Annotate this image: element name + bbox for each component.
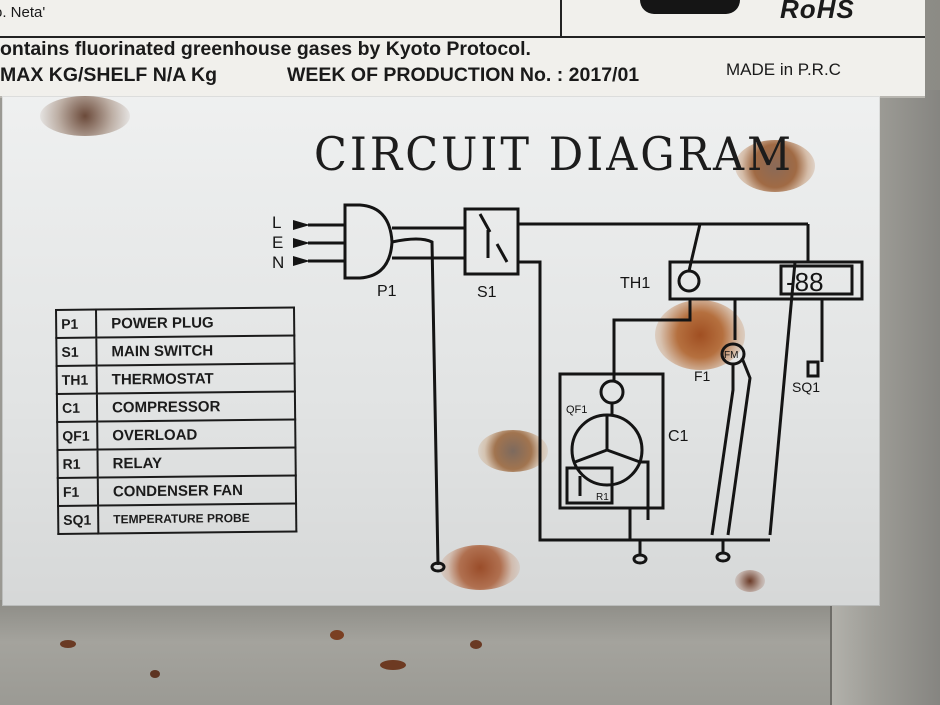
motor-winding-3 (606, 448, 641, 464)
motor-winding-2 (574, 448, 608, 464)
rust-stain (735, 570, 765, 592)
legend-desc: COMPRESSOR (96, 391, 296, 422)
power-plug-symbol (343, 203, 394, 280)
sq1-label: SQ1 (792, 379, 820, 395)
p1-label: P1 (377, 283, 397, 300)
legend-row: QF1 OVERLOAD (57, 419, 296, 450)
compressor-feed (612, 299, 692, 380)
specification-label: o. Neta' RoHS ontains fluorinated greenh… (0, 0, 925, 98)
earth-ground-3 (715, 551, 731, 563)
component-legend: P1 POWER PLUG S1 MAIN SWITCH TH1 THERMOS… (55, 306, 298, 535)
r1-label: R1 (596, 492, 609, 503)
earth-ground-1 (430, 561, 446, 573)
thermostat-symbol (668, 260, 864, 301)
terminal-n-arrow (293, 256, 310, 266)
legend-desc: CONDENSER FAN (97, 475, 297, 506)
legend-desc: THERMOSTAT (96, 363, 295, 394)
thermostat-sensor-wire (687, 223, 702, 272)
thermostat-sensor (677, 269, 701, 293)
motor-return (640, 460, 650, 520)
earth-ground-2 (632, 553, 648, 565)
rust-stain (655, 300, 745, 370)
legend-desc: TEMPERATURE PROBE (98, 503, 297, 534)
rust-spot (60, 640, 76, 648)
rust-stain (440, 545, 520, 590)
s1-label: S1 (477, 284, 497, 301)
terminal-e-arrow (293, 238, 310, 248)
legend-code: R1 (57, 449, 98, 478)
legend-row: P1 POWER PLUG (56, 307, 295, 338)
legend-code: S1 (56, 337, 97, 366)
legend-row: R1 RELAY (57, 447, 296, 478)
legend-code: QF1 (57, 421, 98, 450)
display-readout: -88 (786, 267, 824, 297)
probe-symbol (806, 360, 820, 378)
rust-spot (330, 630, 344, 640)
metal-housing-bottom (0, 600, 940, 705)
legend-row: F1 CONDENSER FAN (57, 475, 297, 506)
legend-code: F1 (57, 477, 99, 506)
week-of-production: WEEK OF PRODUCTION No. : 2017/01 (287, 64, 640, 86)
compressor-box (558, 372, 665, 510)
fan-return (768, 261, 797, 536)
legend-code: SQ1 (58, 505, 99, 534)
rust-spot (470, 640, 482, 649)
plug-wire-e (391, 237, 440, 566)
legend-row: S1 MAIN SWITCH (56, 335, 295, 366)
rust-stain (735, 140, 815, 192)
th1-label: TH1 (620, 275, 650, 292)
diagram-title: CIRCUIT DIAGRAM (314, 128, 795, 182)
terminal-l-arrow (293, 220, 310, 230)
rust-spot (150, 670, 160, 678)
overload-symbol (599, 379, 625, 405)
switch-contact-1 (478, 213, 492, 233)
relay-symbol (565, 466, 614, 505)
made-in: MADE in P.R.C (726, 60, 841, 79)
rust-spot (380, 660, 406, 670)
terminal-n-label: N (272, 253, 284, 272)
terminal-e-label: E (272, 233, 283, 252)
label-top-cell: o. Neta' (0, 0, 562, 36)
legend-code: TH1 (56, 365, 97, 394)
switch-contact-2 (495, 243, 509, 263)
legend-desc: POWER PLUG (96, 307, 295, 338)
rohs-mark: RoHS (780, 0, 855, 24)
f1-label: F1 (694, 368, 711, 384)
legend-desc: RELAY (97, 447, 296, 478)
label-neta-text: o. Neta' (0, 4, 46, 21)
legend-row: TH1 THERMOSTAT (56, 363, 295, 394)
legend-row: SQ1 TEMPERATURE PROBE (58, 503, 297, 534)
rust-stain (478, 430, 548, 472)
rust-stain (40, 96, 130, 136)
legend-code: P1 (56, 309, 97, 338)
max-kg-shelf: MAX KG/SHELF N/A Kg (0, 64, 218, 86)
label-top-row: o. Neta' RoHS (0, 0, 925, 38)
thermostat-display (779, 264, 854, 296)
gases-notice: ontains fluorinated greenhouse gases by … (0, 38, 531, 60)
qf1-label: QF1 (566, 404, 587, 416)
fan-wire-right (726, 357, 752, 536)
neutral-line (518, 260, 770, 542)
main-switch-symbol (463, 207, 520, 276)
fm-label: FM (724, 350, 738, 361)
legend-desc: MAIN SWITCH (96, 335, 295, 366)
label-mark (640, 0, 740, 14)
fan-wire-down (710, 364, 735, 536)
legend-desc: OVERLOAD (97, 419, 296, 450)
c1-label: C1 (668, 428, 689, 445)
legend-code: C1 (56, 393, 98, 422)
legend-row: C1 COMPRESSOR (56, 391, 296, 422)
terminal-l-label: L (272, 213, 281, 232)
